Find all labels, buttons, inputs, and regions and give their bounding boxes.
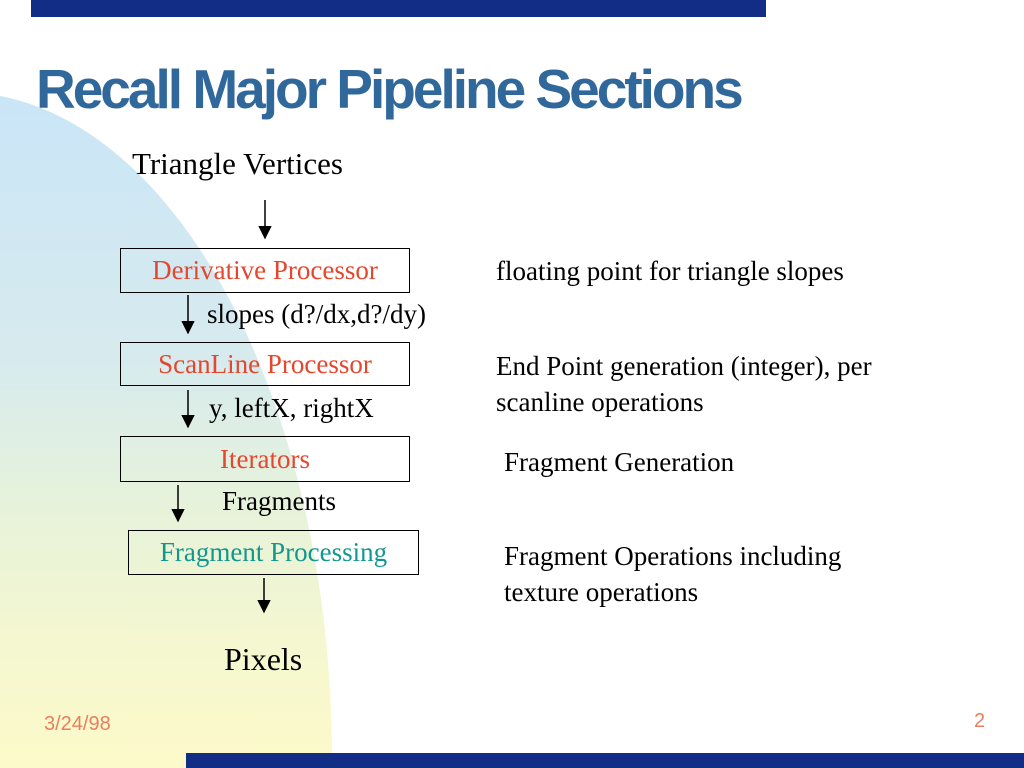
stage-label: Fragment Processing (159, 537, 388, 567)
stage-box-fragment-processing: Fragment Processing (128, 530, 419, 575)
source-label: Triangle Vertices (132, 146, 343, 181)
slide-title: Recall Major Pipeline Sections (36, 57, 744, 120)
stage-box-iterators: Iterators (120, 436, 410, 482)
stage-label: ScanLine Processor (158, 348, 372, 379)
annotation-iterators: Fragment Generation (504, 447, 735, 477)
annotation-derivative-processor: floating point for triangle slopes (496, 256, 844, 286)
bottom-decorative-bar (186, 753, 1024, 768)
edge-label-y-leftx-rightx: y, leftX, rightX (209, 393, 374, 423)
annotation-fragment-processing: Fragment Operations including texture op… (504, 541, 842, 607)
page-number: 2 (974, 710, 986, 732)
stage-label: Derivative Processor (152, 255, 378, 285)
top-decorative-bar (31, 0, 766, 17)
stage-box-scanline-processor: ScanLine Processor (120, 342, 410, 386)
stage-label: Iterators (220, 443, 310, 474)
edge-label-slopes: slopes (d?/dx,d?/dy) (207, 299, 426, 329)
stage-box-derivative-processor: Derivative Processor (120, 248, 410, 293)
sink-label: Pixels (224, 641, 303, 677)
annotation-scanline-processor: End Point generation (integer), per scan… (496, 351, 872, 417)
edge-label-fragments: Fragments (222, 486, 336, 516)
footer-date: 3/24/98 (44, 713, 111, 735)
